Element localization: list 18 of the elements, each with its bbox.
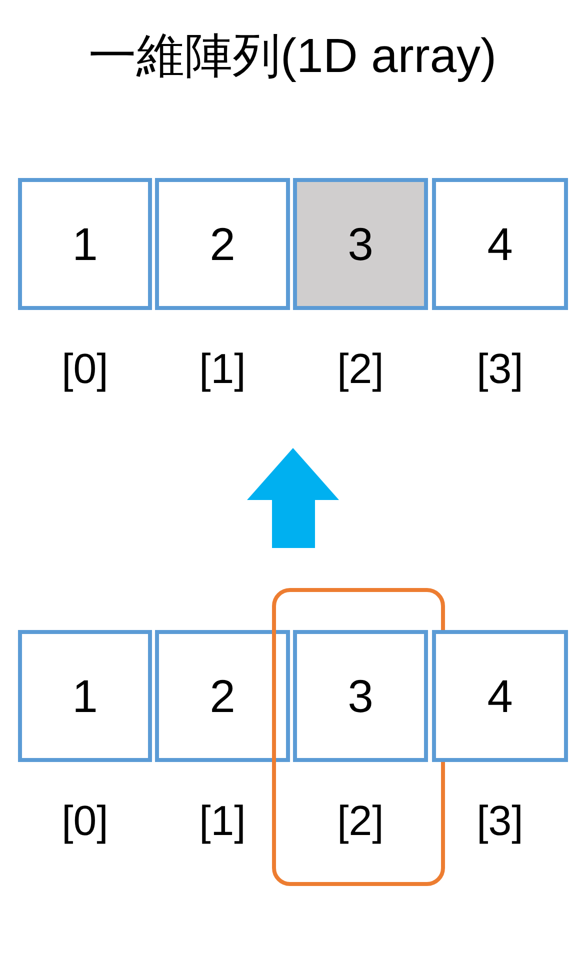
index-label: [3] [476, 348, 524, 390]
array-cell: 2 [155, 178, 290, 310]
title: 一維陣列(1D array) [87, 29, 498, 85]
index-label: [2] [336, 348, 385, 390]
index-label: [0] [60, 800, 110, 842]
array-cell: 2 [155, 630, 290, 762]
array-cell: 3 [293, 178, 428, 310]
array-cell: 1 [18, 630, 152, 762]
array-cell: 4 [432, 178, 568, 310]
array-cell: 4 [432, 630, 568, 762]
index-label: [0] [60, 348, 110, 390]
array-cell: 3 [293, 630, 428, 762]
index-label: [1] [198, 800, 247, 842]
array-cell: 1 [18, 178, 152, 310]
index-label: [2] [336, 800, 385, 842]
index-label: [1] [198, 348, 247, 390]
highlight-frame [272, 588, 445, 886]
index-label: [3] [476, 800, 524, 842]
